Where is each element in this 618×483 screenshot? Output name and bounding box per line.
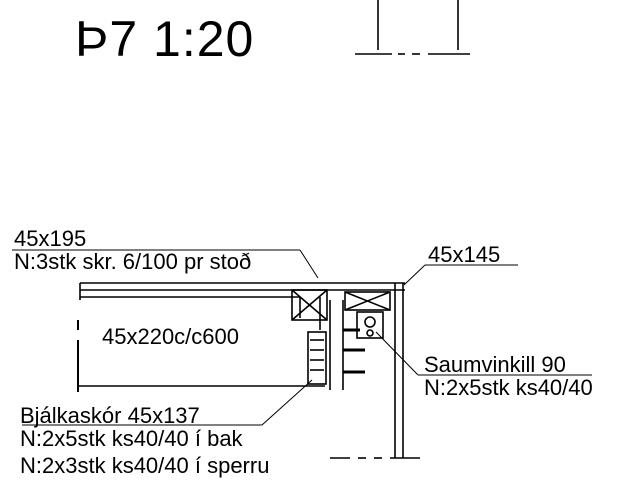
top-right-member-size: 45x145 (428, 242, 501, 267)
top-left-member-note: N:3stk skr. 6/100 pr stoð (14, 249, 252, 274)
joist-hanger-name: Bjálkaskór 45x137 (20, 403, 200, 428)
joist-hanger-note-2: N:2x3stk ks40/40 í sperru (20, 453, 270, 478)
angle-bracket-note: N:2x5stk ks40/40 (424, 375, 593, 400)
joist-hanger-note-1: N:2x5stk ks40/40 í bak (20, 426, 243, 451)
angle-bracket-symbol (356, 311, 384, 339)
blocking-members (291, 289, 391, 330)
leader-lines (12, 249, 592, 426)
top-left-member-size: 45x195 (14, 226, 87, 251)
angle-bracket-name: Saumvinkill 90 (424, 352, 566, 377)
top-beam (79, 282, 405, 300)
bolt-lines (343, 328, 365, 374)
joist-hanger-symbol (307, 331, 327, 385)
vertical-posts (329, 283, 404, 458)
section-mark-symbol (355, 0, 470, 55)
joist-size-label: 45x220c/c600 (102, 324, 239, 349)
drawing-title: Þ7 1:20 (75, 11, 255, 67)
